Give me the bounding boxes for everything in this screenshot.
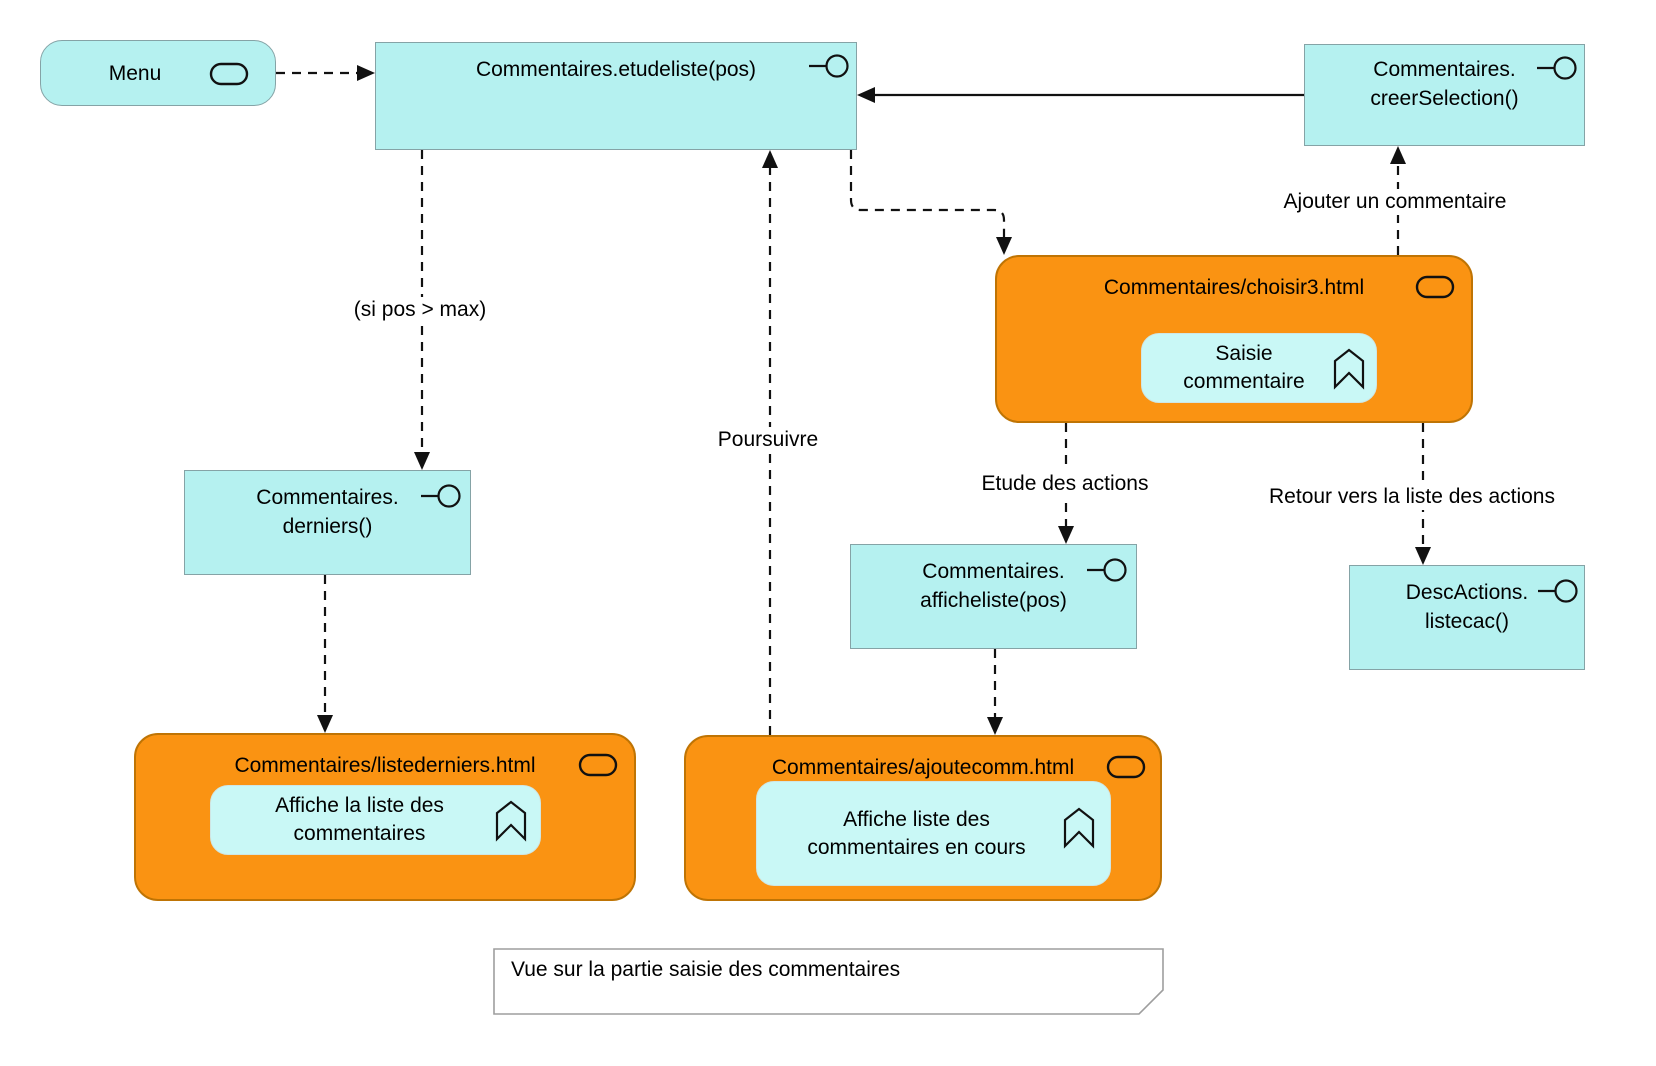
menu-component-icon (209, 62, 249, 86)
node-listecac-line2: listecac() (1424, 610, 1509, 633)
node-derniers[interactable]: Commentaires. derniers() (184, 470, 471, 575)
node-derniers-line1: Commentaires. (256, 486, 399, 509)
node-afficheliste-line1: Commentaires. (922, 560, 1065, 583)
edge-etudeliste-to-choisir3 (849, 150, 1006, 241)
edge-label-etude-des-actions: Etude des actions (975, 471, 1155, 497)
screen-affiche-liste-commentaires[interactable]: Affiche la liste des commentaires (210, 785, 541, 855)
interface-lollipop-icon (421, 484, 461, 508)
interface-lollipop-icon (809, 54, 849, 78)
note-shape[interactable] (493, 948, 1165, 1016)
screen-bookmark-icon (1063, 807, 1095, 849)
node-menu[interactable]: Menu (40, 40, 276, 106)
page-choisir3-title: Commentaires/choisir3.html (1103, 276, 1365, 299)
node-creerselection-line2: creerSelection() (1370, 87, 1519, 110)
node-derniers-line2: derniers() (282, 515, 373, 538)
node-creerselection[interactable]: Commentaires. creerSelection() (1304, 44, 1585, 146)
screen-saisie-commentaire-label: Saisie commentaire (1183, 342, 1305, 393)
screen-bookmark-icon (1333, 348, 1365, 390)
interface-lollipop-icon (1087, 558, 1127, 582)
edge-label-retour-liste-actions: Retour vers la liste des actions (1263, 484, 1561, 510)
edge-label-si-pos-max: (si pos > max) (347, 297, 493, 323)
screen-affiche-liste-commentaires-label: Affiche la liste des commentaires (275, 794, 444, 845)
node-creerselection-line1: Commentaires. (1373, 58, 1516, 81)
page-ajoutecomm-title: Commentaires/ajoutecomm.html (771, 756, 1075, 779)
screen-bookmark-icon (495, 800, 527, 842)
page-listederniers-title: Commentaires/listederniers.html (234, 754, 536, 777)
interface-lollipop-icon (1537, 56, 1577, 80)
page-listederniers[interactable]: Commentaires/listederniers.html Affiche … (134, 733, 636, 901)
screen-affiche-liste-en-cours-label: Affiche liste des commentaires en cours (807, 807, 1026, 859)
edge-label-poursuivre: Poursuivre (711, 427, 825, 453)
page-icon (1106, 755, 1146, 779)
node-menu-label: Menu (108, 61, 162, 85)
edge-label-ajouter-commentaire: Ajouter un commentaire (1277, 189, 1513, 215)
page-icon (578, 753, 618, 777)
node-listecac[interactable]: DescActions. listecac() (1349, 565, 1585, 670)
screen-affiche-liste-en-cours[interactable]: Affiche liste des commentaires en cours (756, 781, 1111, 886)
node-etudeliste[interactable]: Commentaires.etudeliste(pos) (375, 42, 857, 150)
interface-lollipop-icon (1538, 579, 1578, 603)
node-etudeliste-label: Commentaires.etudeliste(pos) (475, 58, 757, 81)
node-listecac-line1: DescActions. (1405, 581, 1529, 604)
page-choisir3[interactable]: Commentaires/choisir3.html Saisie commen… (995, 255, 1473, 423)
screen-saisie-commentaire[interactable]: Saisie commentaire (1141, 333, 1377, 403)
page-ajoutecomm[interactable]: Commentaires/ajoutecomm.html Affiche lis… (684, 735, 1162, 901)
node-afficheliste-line2: afficheliste(pos) (920, 589, 1067, 612)
page-icon (1415, 275, 1455, 299)
note-text: Vue sur la partie saisie des commentaire… (511, 958, 901, 981)
node-afficheliste[interactable]: Commentaires. afficheliste(pos) (850, 544, 1137, 649)
